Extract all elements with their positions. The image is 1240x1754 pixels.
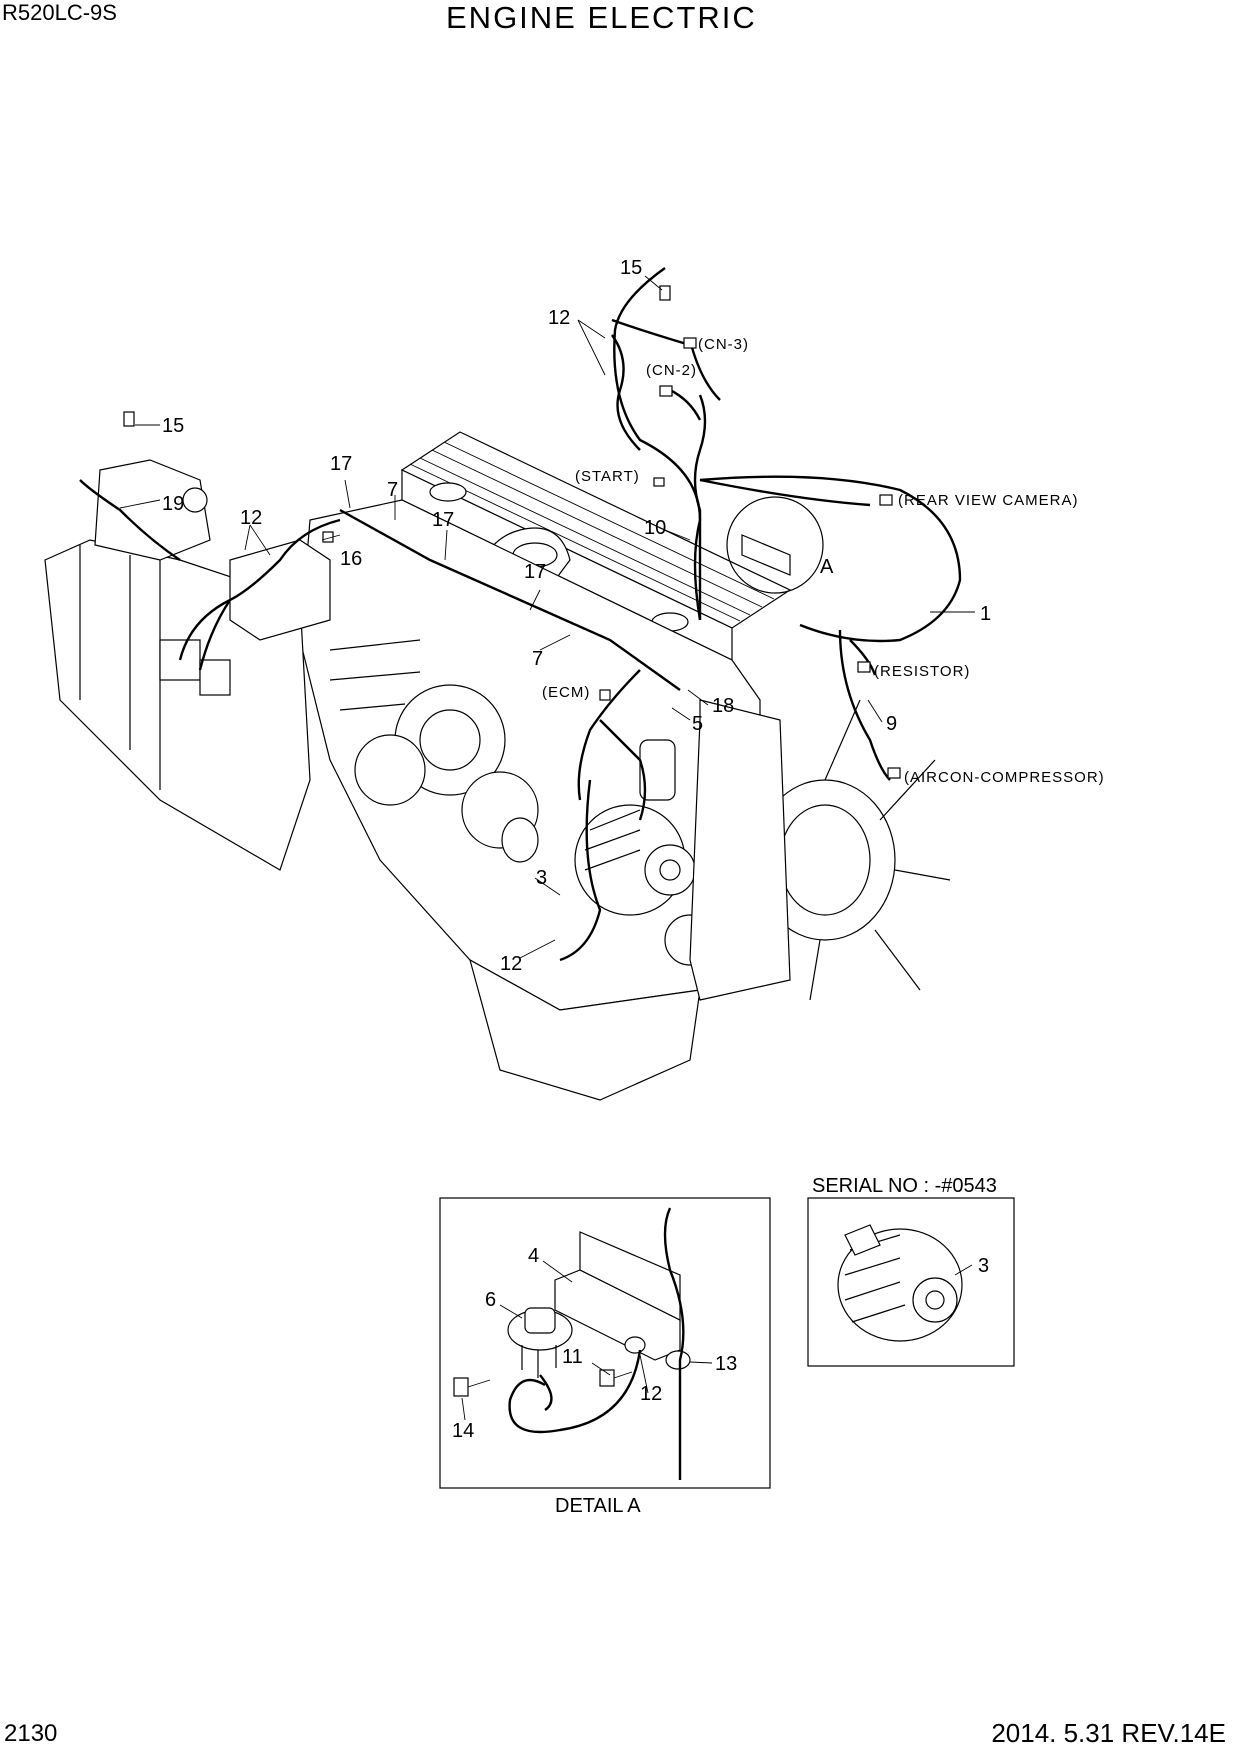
- serial-box-caption: SERIAL NO : -#0543: [812, 1175, 997, 1197]
- page-number: 2130: [4, 1720, 58, 1747]
- model-number: R520LC-9S: [2, 0, 117, 25]
- callout-19: 19: [162, 493, 184, 515]
- callout-7: 7: [532, 648, 543, 670]
- detail-a-caption: DETAIL A: [555, 1495, 641, 1517]
- connector-label-start: (START): [575, 468, 640, 485]
- connector-label-cn2: (CN-2): [646, 362, 697, 379]
- callout-12: 12: [548, 307, 570, 329]
- wiring-harness: [79, 267, 962, 962]
- callout-18: 18: [712, 695, 734, 717]
- detail-callout-4: 4: [528, 1245, 539, 1267]
- callout-a: A: [820, 556, 834, 578]
- leader-lines: [119, 275, 975, 959]
- detail-callout-12: 12: [640, 1383, 662, 1405]
- callout-15: 15: [620, 257, 642, 279]
- connector-labels: (CN-3) (CN-2) (START) (REAR VIEW CAMERA)…: [542, 336, 1105, 786]
- detail-a-box: 4 6 11 12 13 14 DETAIL A: [439, 1197, 771, 1517]
- callout-10: 10: [644, 517, 666, 539]
- callout-5: 5: [692, 713, 703, 735]
- detail-callout-13: 13: [715, 1353, 737, 1375]
- main-view-callouts: 15 12 15 19 12 17 7 17 16 17 7 10 A 1 9 …: [162, 257, 991, 975]
- callout-3: 3: [536, 867, 547, 889]
- callout-12: 12: [500, 953, 522, 975]
- callout-12: 12: [240, 507, 262, 529]
- serial-callout-3: 3: [978, 1255, 989, 1277]
- connector-label-rear-camera: (REAR VIEW CAMERA): [898, 492, 1079, 509]
- detail-callout-6: 6: [485, 1289, 496, 1311]
- bolt-symbols: [123, 285, 671, 543]
- connector-label-aircon: (AIRCON-COMPRESSOR): [904, 769, 1105, 786]
- connector-label-cn3: (CN-3): [698, 336, 749, 353]
- callout-17: 17: [432, 509, 454, 531]
- engine-drawing: [44, 431, 951, 1101]
- detail-callout-11: 11: [562, 1346, 583, 1368]
- revision-date: 2014. 5.31 REV.14E: [991, 1718, 1226, 1748]
- callout-15: 15: [162, 415, 184, 437]
- callout-9: 9: [886, 713, 897, 735]
- page-title: ENGINE ELECTRIC: [446, 0, 757, 35]
- callout-7: 7: [387, 479, 398, 501]
- callout-17: 17: [524, 561, 546, 583]
- callout-1: 1: [980, 603, 991, 625]
- callout-16: 16: [340, 548, 362, 570]
- connector-label-resistor: (RESISTOR): [874, 663, 970, 680]
- serial-box: SERIAL NO : -#0543 3: [807, 1175, 1015, 1367]
- detail-callout-14: 14: [452, 1420, 474, 1442]
- connector-symbols: [599, 337, 901, 779]
- detail-a-reference: [726, 496, 824, 594]
- callout-17: 17: [330, 453, 352, 475]
- connector-label-ecm: (ECM): [542, 684, 590, 701]
